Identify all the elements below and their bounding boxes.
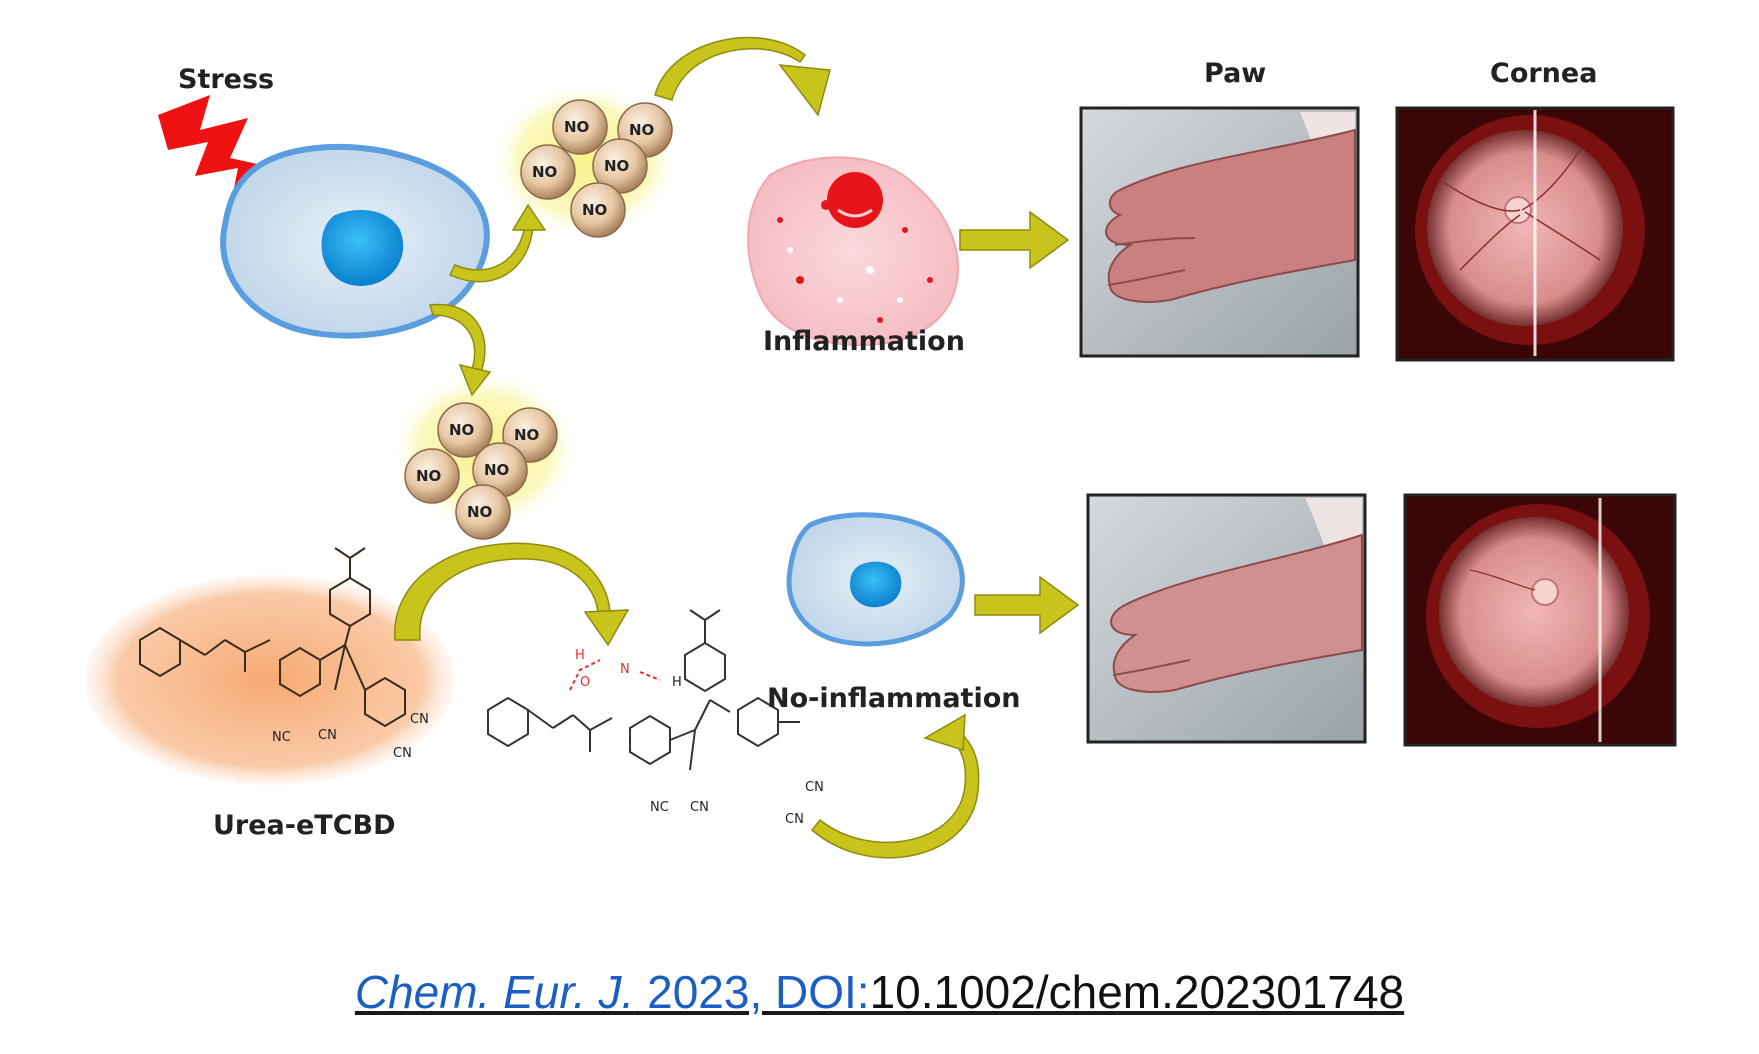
no-label: NO	[582, 201, 608, 219]
chem-o-label: O	[580, 675, 591, 690]
paw-panel-bottom	[1086, 493, 1367, 744]
citation-doi[interactable]: 10.1002/chem.202301748	[869, 966, 1405, 1018]
chem-h-label: H	[672, 675, 682, 690]
complex-molecule	[487, 609, 800, 771]
chem-nc-label: NC	[272, 730, 291, 745]
citation-year: 2023, DOI:	[634, 966, 870, 1018]
chem-cn-label: CN	[785, 812, 804, 827]
paw-label: Paw	[1204, 58, 1267, 89]
no-label: NO	[484, 461, 510, 479]
cell-bottom	[786, 512, 965, 647]
no-label: NO	[514, 426, 540, 444]
chem-cn-label: CN	[805, 780, 824, 795]
chem-cn-label: CN	[690, 800, 709, 815]
no-label: NO	[416, 467, 442, 485]
stress-label: Stress	[178, 64, 275, 95]
citation[interactable]: Chem. Eur. J. 2023, DOI:10.1002/chem.202…	[0, 965, 1759, 1019]
no-label: NO	[449, 421, 475, 439]
chem-cn-label: CN	[410, 712, 429, 727]
chem-nc-label: NC	[650, 800, 669, 815]
chem-n-label: N	[620, 662, 630, 677]
arrows	[394, 36, 1080, 859]
probe-molecule	[139, 547, 406, 728]
chem-cn-label: CN	[318, 728, 337, 743]
citation-journal-link[interactable]: Chem. Eur. J. 2023, DOI:	[355, 966, 870, 1018]
cell-top	[220, 143, 490, 339]
no-label: NO	[604, 157, 630, 175]
cornea-panel-top	[1395, 106, 1675, 362]
paw-panel-top	[1079, 106, 1360, 358]
inflammation-label: Inflammation	[763, 326, 965, 357]
no-label: NO	[564, 118, 590, 136]
cornea-panel-bottom	[1403, 493, 1677, 747]
no-label: NO	[532, 163, 558, 181]
no-inflammation-label: No-inflammation	[767, 683, 1021, 714]
probe-glow	[85, 575, 455, 785]
chem-h-label: H	[575, 648, 585, 663]
citation-journal: Chem. Eur. J.	[354, 966, 635, 1018]
inflamed-cell	[747, 156, 959, 347]
chem-cn-label: CN	[393, 746, 412, 761]
lightning-bolt-icon	[158, 95, 275, 198]
no-label: NO	[467, 503, 493, 521]
probe-label: Urea-eTCBD	[213, 810, 396, 841]
cornea-label: Cornea	[1490, 58, 1598, 89]
no-label: NO	[629, 121, 655, 139]
